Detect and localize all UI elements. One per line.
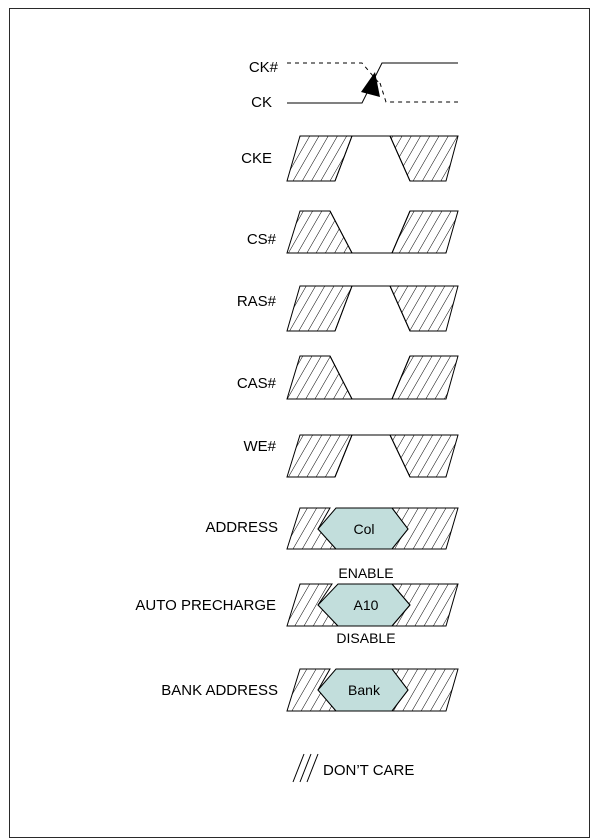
bus-address-value: Col (353, 521, 374, 537)
legend-dont-care-label: DON’T CARE (323, 762, 414, 779)
label-cke: CKE (241, 150, 272, 167)
legend-dont-care: DON’T CARE (292, 753, 414, 783)
waveform-address: Col (286, 507, 459, 550)
label-cs-n: CS# (247, 231, 277, 248)
dont-care-hatch-icon (292, 753, 305, 783)
label-ck-n: CK# (249, 59, 279, 76)
label-auto-precharge: AUTO PRECHARGE (135, 597, 276, 614)
label-bank-address: BANK ADDRESS (161, 682, 278, 699)
bus-auto-precharge-value: A10 (354, 597, 379, 613)
waveform-cas-n (286, 355, 459, 400)
enable-annotation: ENABLE (338, 565, 393, 581)
clock-waveform (287, 62, 458, 104)
waveform-cke (286, 135, 459, 182)
label-ck: CK (251, 94, 272, 111)
clock-arrow-icon (361, 72, 380, 97)
bus-bank-address-value: Bank (348, 682, 381, 698)
waveform-we-n (286, 434, 459, 478)
waveform-ras-n (286, 285, 459, 332)
waveform-bank-address: Bank (286, 668, 459, 712)
waveform-auto-precharge: A10 (286, 583, 459, 627)
label-cas-n: CAS# (237, 375, 277, 392)
label-we-n: WE# (243, 438, 276, 455)
label-ras-n: RAS# (237, 293, 277, 310)
waveform-cs-n (286, 210, 459, 254)
label-address: ADDRESS (205, 519, 278, 536)
disable-annotation: DISABLE (336, 630, 395, 646)
